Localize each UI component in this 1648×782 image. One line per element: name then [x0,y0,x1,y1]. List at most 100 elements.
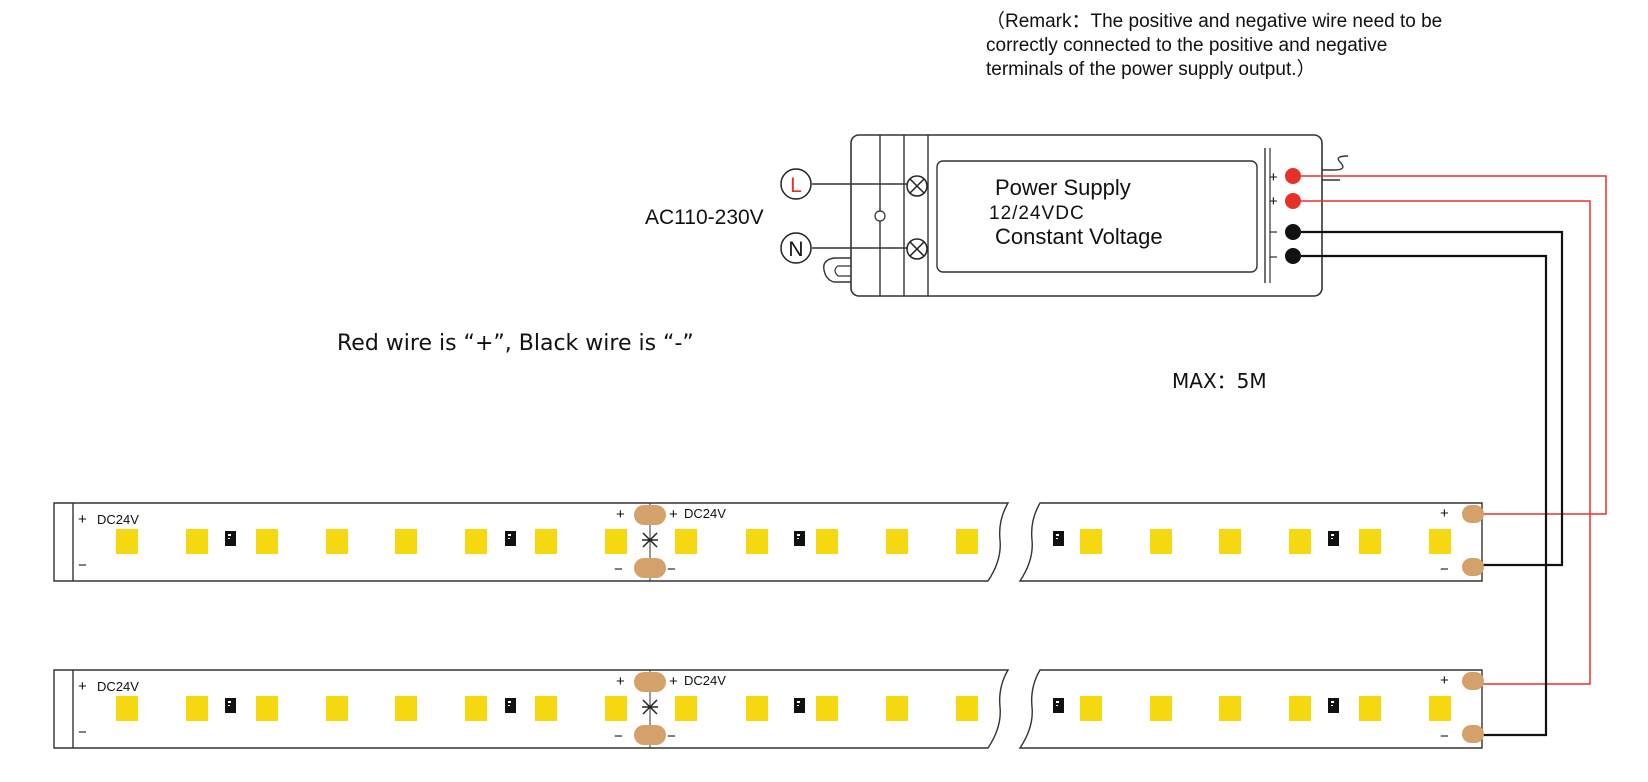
remark-note: （Remark：The positive and negative wire n… [986,10,1546,82]
led-chip [256,529,278,554]
led-chip [256,696,278,721]
max-length-label: MAX：5M [1172,369,1267,393]
led-chip [675,529,697,554]
solder-pad-plus [634,672,666,692]
resistor-icon [225,531,236,546]
led-chip [956,529,978,554]
resistor-icon [225,698,236,713]
led-chip [1289,696,1311,721]
cut-plus: + [616,506,625,523]
remark-line-1: （Remark：The positive and negative wire n… [986,11,1443,32]
end-plus: + [1440,672,1449,689]
led-chip [1080,696,1102,721]
led-chip [1429,529,1451,554]
power-supply: Power Supply 12/24VDC Constant Voltage +… [823,134,1349,297]
led-chip [816,529,838,554]
cut-minus: − [614,728,623,745]
power-supply-title: Power Supply [995,175,1131,200]
led-chip [746,529,768,554]
led-chip [465,529,487,554]
led-chip [1289,529,1311,554]
cut-voltage-plus: + [669,506,678,523]
led-chip [1359,529,1381,554]
solder-pad-plus [634,505,666,525]
led-chip [1150,529,1172,554]
cut-minus: − [614,561,623,578]
output-plus-2: + [1269,193,1278,210]
resistor-icon [1328,531,1339,546]
resistor-icon [505,531,516,546]
output-minus-1: − [1269,224,1278,241]
resistor-icon [794,698,805,713]
strip-start-minus: − [78,557,87,574]
led-chip [326,529,348,554]
led-chip [535,529,557,554]
led-chip [116,529,138,554]
led-chip [746,696,768,721]
led-strip-1: + DC24V − + − + DC24V − + − [53,502,1484,582]
power-supply-voltage: 12/24VDC [989,203,1085,224]
black-wire-2 [1301,254,1548,737]
power-supply-mode: Constant Voltage [995,224,1163,249]
live-label: L [790,174,802,197]
led-chip [1219,696,1241,721]
led-chip [675,696,697,721]
wires [1301,175,1607,737]
resistor-icon [1328,698,1339,713]
led-chip [605,529,627,554]
wire-color-note: Red wire is “+”, Black wire is “-” [337,331,694,356]
output-terminal-black-1 [1285,224,1301,240]
end-pad-minus [1462,725,1484,743]
terminal-screw-l [906,175,928,197]
neutral-symbol: N [780,232,812,264]
cut-mark-icon [642,699,658,715]
strip-start-plus: + [78,511,87,528]
led-chip [1429,696,1451,721]
cut-mark-icon [642,532,658,548]
led-chip [1219,529,1241,554]
end-minus: − [1440,728,1449,745]
output-terminal-red-2 [1285,193,1301,209]
solder-pad-minus [634,558,666,578]
led-chip [395,696,417,721]
cut-voltage: DC24V [684,673,726,688]
led-chip [395,529,417,554]
remark-line-2: correctly connected to the positive and … [986,35,1388,56]
led-chip [116,696,138,721]
led-chip [535,696,557,721]
end-minus: − [1440,561,1449,578]
output-terminal-red-1 [1285,168,1301,184]
ac-voltage-label: AC110-230V [645,206,764,229]
terminal-screw-n [906,238,928,260]
led-chip [1080,529,1102,554]
black-wire-1 [1301,230,1564,567]
strip-start-voltage: DC24V [97,679,139,694]
resistor-icon [505,698,516,713]
red-wire-2 [1301,200,1591,685]
output-minus-2: − [1269,249,1278,266]
solder-pad-minus [634,725,666,745]
led-strip-2: + DC24V − + − + DC24V − + − [53,669,1484,749]
neutral-label: N [788,238,803,261]
led-chip [886,696,908,721]
led-chip [605,696,627,721]
strip-start-plus: + [78,678,87,695]
cut-voltage-plus: + [669,673,678,690]
resistor-icon [1053,531,1064,546]
led-chip [956,696,978,721]
led-chip [186,696,208,721]
led-chip [816,696,838,721]
cut-minus-right: − [667,561,676,578]
strip-start-minus: − [78,724,87,741]
output-plus-1: + [1269,169,1278,186]
led-chip [326,696,348,721]
led-chip [1359,696,1381,721]
led-chip [1150,696,1172,721]
led-chip [186,529,208,554]
led-chip [465,696,487,721]
strip-start-voltage: DC24V [97,512,139,527]
cut-minus-right: − [667,728,676,745]
live-symbol: L [780,168,812,200]
end-pad-plus [1462,672,1484,690]
